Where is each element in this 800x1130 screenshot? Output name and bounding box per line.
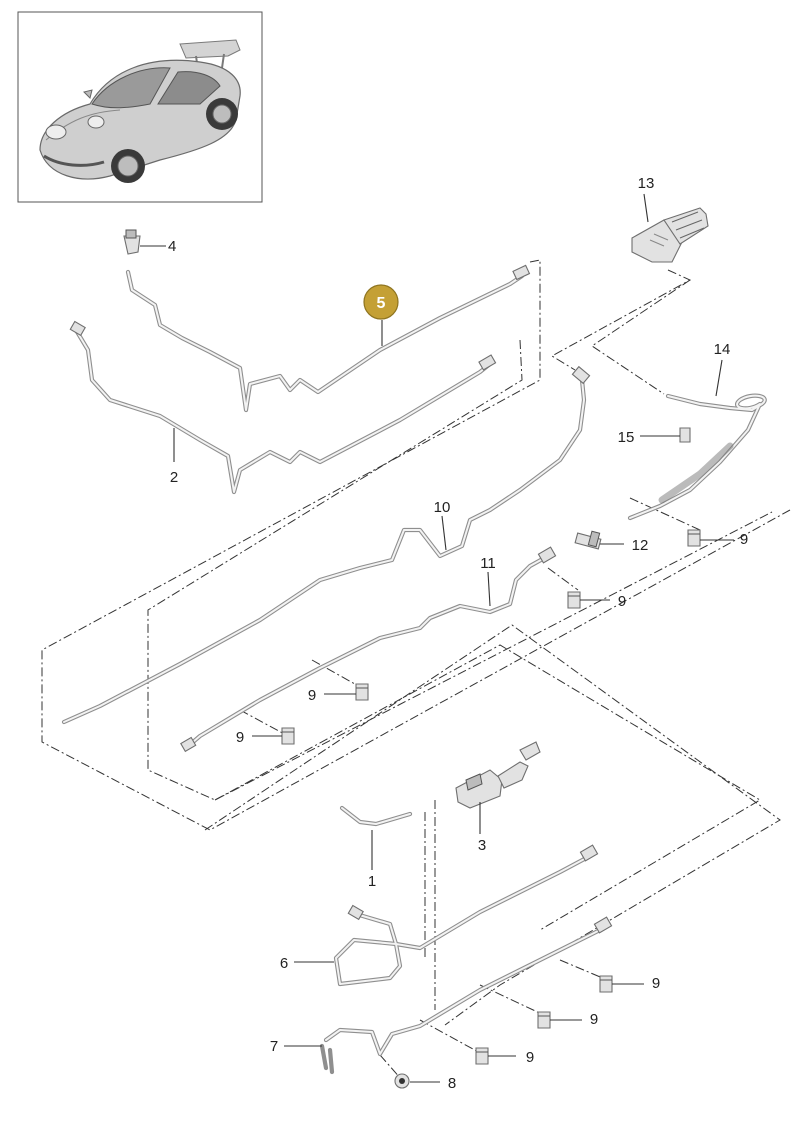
callout-9a[interactable]: 9 <box>740 531 748 548</box>
clip-9b <box>567 591 581 609</box>
callout-6[interactable]: 6 <box>280 955 288 972</box>
callout-1[interactable]: 1 <box>368 873 376 890</box>
callout-9f[interactable]: 9 <box>590 1011 598 1028</box>
slave-cylinder-13 <box>631 207 709 263</box>
connector-12 <box>574 530 602 550</box>
callout-9b[interactable]: 9 <box>618 593 626 610</box>
callout-3[interactable]: 3 <box>478 837 486 854</box>
callout-10[interactable]: 10 <box>434 499 451 516</box>
callout-15[interactable]: 15 <box>618 429 635 446</box>
callout-9g[interactable]: 9 <box>526 1049 534 1066</box>
callout-5: 5 <box>377 295 386 312</box>
clip-9a <box>687 529 701 547</box>
callout-13[interactable]: 13 <box>638 175 655 192</box>
clip-9e <box>599 975 613 993</box>
components <box>69 207 709 1089</box>
callout-5-highlight[interactable]: 5 <box>363 284 399 320</box>
vehicle-thumbnail <box>17 11 263 203</box>
brake-pipe-2 <box>73 327 493 495</box>
clip-9f <box>537 1011 551 1029</box>
clip-9d <box>281 727 295 745</box>
master-cylinder-3 <box>455 741 541 809</box>
clip-15 <box>679 427 691 443</box>
assembly-outlines <box>41 259 791 1081</box>
brake-pipe-10 <box>61 377 587 725</box>
callout-14[interactable]: 14 <box>714 341 731 358</box>
brake-pipe-11 <box>183 553 551 751</box>
leader-lines <box>140 193 734 1083</box>
clutch-hose-14 <box>627 393 767 521</box>
car-image <box>39 39 241 183</box>
callout-12[interactable]: 12 <box>632 537 649 554</box>
fitting-4 <box>123 229 141 255</box>
pipes <box>61 269 767 1075</box>
callouts: 4 5 2 13 14 15 10 12 11 9 9 9 9 3 1 6 9 … <box>168 175 748 1092</box>
clip-9g <box>475 1047 489 1065</box>
grommet-8 <box>394 1073 410 1089</box>
callout-2[interactable]: 2 <box>170 469 178 486</box>
callout-7[interactable]: 7 <box>270 1038 278 1055</box>
callout-9c[interactable]: 9 <box>308 687 316 704</box>
callout-11[interactable]: 11 <box>480 555 496 572</box>
callout-8[interactable]: 8 <box>448 1075 456 1092</box>
clip-9c <box>355 683 369 701</box>
highlight-marker <box>363 284 399 320</box>
brake-pipe-7 <box>323 925 607 1057</box>
callout-9e[interactable]: 9 <box>652 975 660 992</box>
callout-4[interactable]: 4 <box>168 238 176 255</box>
callout-9d[interactable]: 9 <box>236 729 244 746</box>
